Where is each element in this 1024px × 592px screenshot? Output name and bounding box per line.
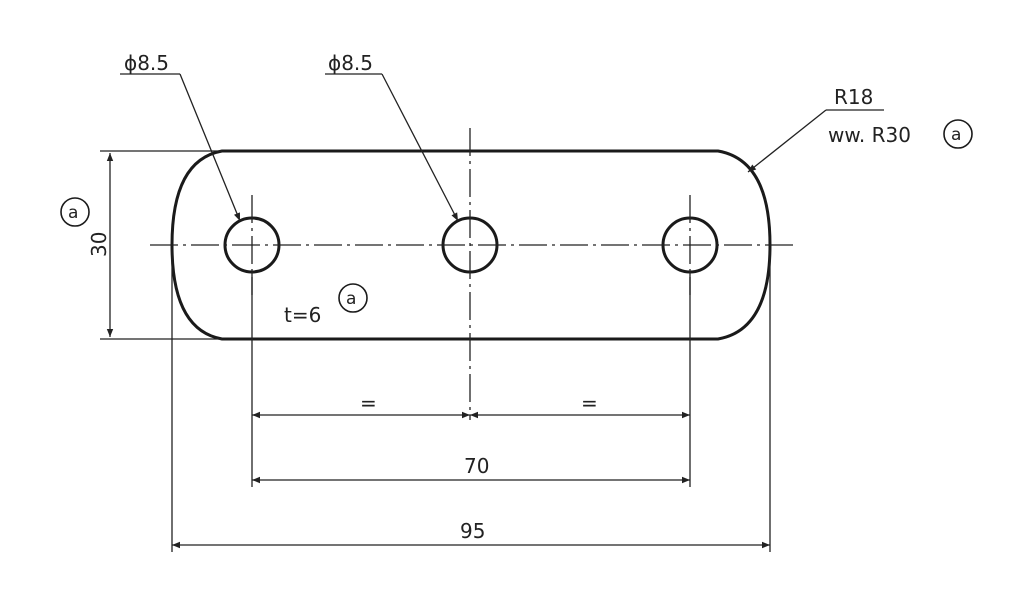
svg-text:a: a xyxy=(346,289,356,309)
radius-leader xyxy=(747,109,827,173)
svg-text:a: a xyxy=(951,125,961,145)
radius-label: R18 xyxy=(834,85,873,109)
height-label: 30 xyxy=(87,232,111,257)
callout-height: a xyxy=(60,197,90,227)
plate-outline xyxy=(170,149,772,341)
callout-radius: a xyxy=(943,119,973,149)
callout-thickness: a xyxy=(338,283,368,313)
hole-middle-leader xyxy=(381,73,459,222)
overall-label: 95 xyxy=(460,519,485,543)
equal-label-left: = xyxy=(360,391,377,415)
equal-label-right: = xyxy=(581,391,598,415)
radius-alt-label: ww. R30 xyxy=(828,123,911,147)
thickness-label: t=6 xyxy=(284,303,321,327)
pitch-label: 70 xyxy=(464,454,489,478)
hole-left-leader xyxy=(179,73,241,222)
svg-text:a: a xyxy=(68,203,78,223)
hole-middle-label: ϕ8.5 xyxy=(328,51,373,75)
hole-left-label: ϕ8.5 xyxy=(124,51,169,75)
